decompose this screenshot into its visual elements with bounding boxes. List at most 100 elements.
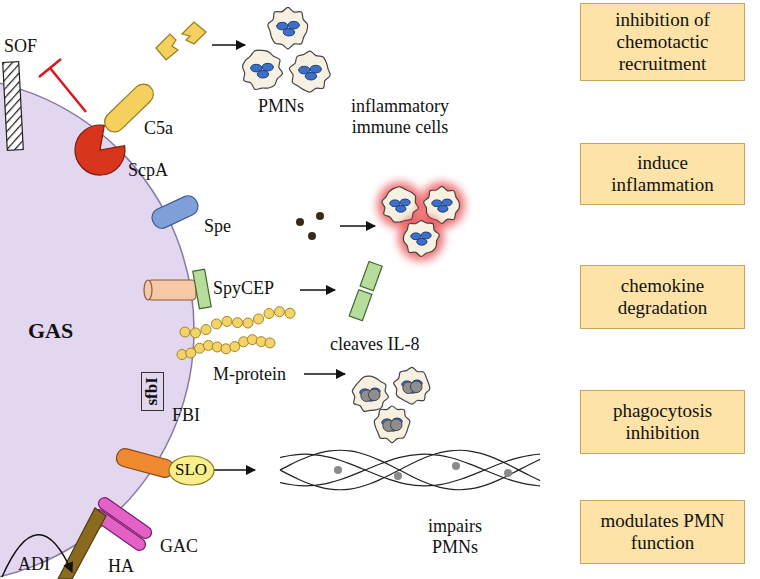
dna-strand [280, 450, 540, 490]
m-protein-chains [177, 307, 295, 360]
m-protein-bead [243, 318, 253, 328]
sfbi-protein: sfbI [141, 372, 164, 411]
effect-text: inhibition of chemotactic recruitment [587, 9, 738, 75]
component-label: GAC [160, 536, 198, 557]
component-label: C5a [144, 118, 173, 139]
dna-strands [280, 450, 540, 490]
toxin-dot [308, 232, 316, 240]
component-label: M-protein [213, 364, 286, 385]
effect-box: chemokine degradation [580, 265, 745, 329]
cell-nucleus [396, 205, 406, 212]
arrow [340, 225, 375, 227]
m-protein-bead [222, 316, 232, 326]
cell-membrane [374, 406, 410, 443]
inflammation-glow [398, 215, 444, 261]
effect-text: phagocytosis inhibition [587, 400, 738, 444]
m-protein-bead [233, 318, 243, 328]
dna-strand [280, 454, 540, 486]
action-label: impairs PMNs [413, 516, 497, 557]
arrow [304, 373, 345, 375]
inhibition-bar [39, 59, 61, 77]
immune-cell [394, 367, 430, 404]
il8-fragment [349, 290, 372, 321]
component-name: SLO [175, 461, 207, 480]
component-label: FBI [172, 405, 200, 426]
m-protein-bead [212, 342, 222, 352]
dna-strand [280, 450, 540, 490]
effect-text: induce inflammation [587, 152, 738, 196]
spycep-cylinder [148, 280, 196, 300]
bacterium-outline [0, 76, 194, 579]
cell-nucleus [310, 65, 321, 73]
scpa-enzyme [75, 125, 125, 175]
dna-strand [280, 454, 540, 486]
immune-cell [243, 50, 283, 89]
component-label: ScpA [128, 160, 168, 181]
component-label: SOF [4, 36, 37, 57]
cell-label: PMNs [258, 96, 304, 117]
immune-cell [398, 215, 444, 261]
arrow [300, 289, 335, 291]
cell-nucleus [421, 232, 431, 239]
slo-toxin: SLO [168, 455, 215, 486]
cell-membrane [289, 51, 330, 92]
component-label: ADI [18, 554, 50, 575]
m-protein-bead [254, 314, 264, 324]
il8-bound [193, 269, 211, 309]
toxin-dot [316, 212, 324, 220]
c5a-fragment [156, 34, 178, 60]
c5a-fragment [182, 22, 206, 44]
m-protein-bead [264, 309, 274, 319]
net-granule [334, 466, 342, 474]
effect-box: phagocytosis inhibition [580, 390, 745, 454]
cell-nucleus [305, 72, 316, 80]
component-label: SpyCEP [213, 278, 274, 299]
arrow [212, 44, 245, 46]
m-protein-bead [275, 307, 285, 317]
cell-membrane [268, 7, 308, 48]
engulfed-bacterium [390, 419, 402, 431]
cell-nucleus [438, 205, 448, 212]
cell-membrane [352, 376, 388, 411]
m-protein-bead [203, 340, 213, 350]
component-label: Spe [204, 216, 231, 237]
effect-box: modulates PMN function [580, 500, 745, 564]
m-protein-bead [212, 319, 222, 329]
cell-nucleus [283, 28, 294, 36]
cell-label: inflammatory immune cells [340, 96, 460, 137]
m-protein-bead [247, 335, 257, 345]
cell-nucleus [262, 63, 273, 71]
toxin-dot [296, 218, 304, 226]
m-protein-bead [191, 328, 201, 338]
net-granule [394, 472, 402, 480]
il8-fragment [360, 261, 382, 290]
component-name: GAS [28, 318, 73, 344]
effect-text: modulates PMN function [587, 510, 738, 554]
cell-membrane [243, 50, 283, 89]
m-protein-bead [285, 308, 295, 318]
spycep-cylinder-end [144, 280, 152, 300]
net-granule [504, 469, 512, 477]
effect-box: induce inflammation [580, 143, 745, 205]
cell-membrane [394, 367, 430, 404]
cell-nucleus [400, 199, 410, 206]
component-name: sfbI [143, 377, 162, 405]
net-granule [452, 462, 460, 470]
cell-nucleus [288, 21, 299, 29]
immune-cell [352, 376, 388, 411]
cell-membrane [403, 221, 439, 257]
immune-cell [268, 7, 308, 48]
m-protein-bead [201, 325, 211, 335]
bacterium-cell: GAS sfbI [0, 75, 195, 579]
m-protein-bead [180, 327, 190, 337]
immune-cell [289, 51, 330, 92]
effect-text: chemokine degradation [587, 275, 738, 319]
engulfed-bacterium [368, 389, 380, 401]
action-label: cleaves IL-8 [330, 334, 419, 355]
cell-nucleus [417, 238, 427, 245]
slo-outline [169, 456, 214, 485]
immune-cell [374, 406, 410, 443]
effect-box: inhibition of chemotactic recruitment [580, 3, 745, 81]
m-protein-bead [265, 338, 275, 348]
arrow [214, 469, 255, 471]
